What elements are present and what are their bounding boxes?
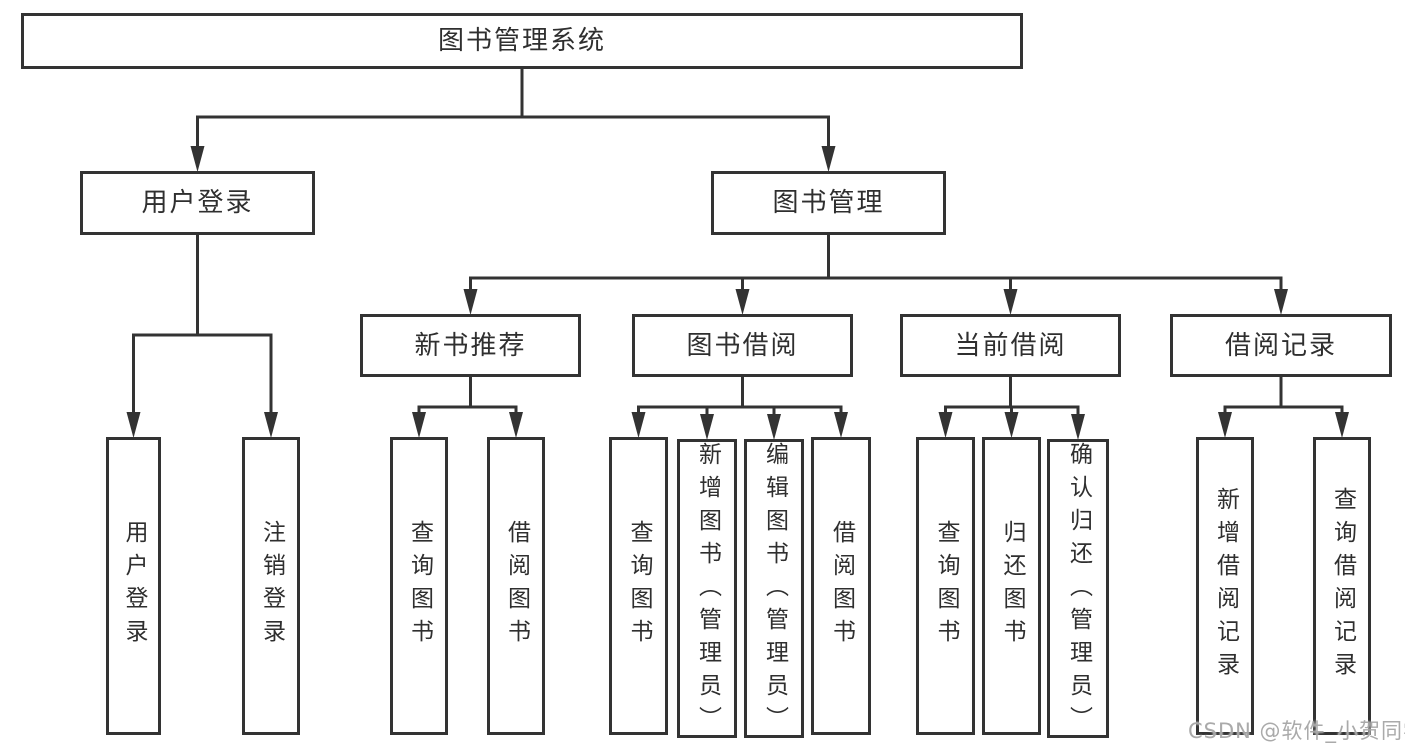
node-label-borrow: 图书借阅 [686, 330, 799, 361]
watermark: CSDN @软件_小贺同学 [1188, 719, 1405, 743]
arrowhead-icon-leaf8 [834, 412, 848, 438]
arrowhead-icon-leaf10 [1004, 412, 1019, 438]
node-newbook: 新书推荐 [360, 314, 581, 377]
node-label-leaf5: 查询图书 [626, 520, 652, 652]
arrowhead-icon-newbook [463, 289, 478, 315]
arrowhead-icon-current [1003, 289, 1018, 315]
node-leaf12: 新增借阅记录 [1196, 437, 1254, 735]
arrowhead-icon-leaf9 [938, 412, 953, 438]
node-leaf2: 注销登录 [242, 437, 300, 735]
node-leaf9: 查询图书 [916, 437, 975, 735]
node-label-leaf4: 借阅图书 [503, 520, 530, 652]
node-label-leaf13: 查询借阅记录 [1329, 487, 1356, 685]
node-label-leaf3: 查询图书 [406, 520, 433, 652]
node-leaf10: 归还图书 [982, 437, 1041, 735]
node-leaf11: 确认归还（管理员） [1047, 439, 1109, 739]
node-bookmgmt: 图书管理 [711, 171, 946, 235]
arrowhead-icon-leaf4 [509, 412, 523, 438]
node-login: 用户登录 [80, 171, 315, 235]
node-leaf1: 用户登录 [106, 437, 161, 735]
arrowhead-icon-leaf6 [700, 414, 714, 440]
arrowhead-icon-leaf12 [1218, 412, 1232, 438]
node-record: 借阅记录 [1170, 314, 1392, 377]
arrowhead-icon-leaf5 [631, 412, 646, 438]
node-borrow: 图书借阅 [632, 314, 853, 377]
node-label-leaf11: 确认归还（管理员） [1065, 442, 1092, 739]
node-label-leaf8: 借阅图书 [828, 520, 855, 652]
node-label-leaf7: 编辑图书（管理员） [761, 442, 788, 739]
node-leaf3: 查询图书 [390, 437, 448, 735]
node-label-leaf10: 归还图书 [999, 520, 1025, 652]
node-label-leaf12: 新增借阅记录 [1212, 487, 1239, 685]
node-label-leaf6: 新增图书（管理员） [694, 442, 721, 739]
node-leaf5: 查询图书 [609, 437, 668, 735]
node-root: 图书管理系统 [21, 13, 1023, 69]
arrowhead-icon-leaf11 [1071, 414, 1085, 440]
node-label-leaf2: 注销登录 [258, 520, 285, 652]
node-leaf6: 新增图书（管理员） [677, 439, 737, 739]
arrowhead-icon-leaf2 [264, 412, 278, 438]
node-label-bookmgmt: 图书管理 [772, 188, 885, 218]
node-label-login: 用户登录 [141, 188, 254, 218]
node-label-leaf1: 用户登录 [121, 520, 147, 652]
arrowhead-icon-record [1274, 289, 1288, 315]
node-leaf4: 借阅图书 [487, 437, 545, 735]
node-label-newbook: 新书推荐 [414, 330, 527, 361]
node-label-record: 借阅记录 [1224, 330, 1337, 361]
node-label-current: 当前借阅 [954, 330, 1067, 361]
node-leaf8: 借阅图书 [811, 437, 871, 735]
arrowhead-icon-borrow [735, 289, 750, 315]
node-leaf7: 编辑图书（管理员） [744, 439, 804, 739]
node-leaf13: 查询借阅记录 [1313, 437, 1371, 735]
node-label-leaf9: 查询图书 [933, 520, 959, 652]
arrowhead-icon-leaf13 [1335, 412, 1349, 438]
node-label-root: 图书管理系统 [437, 26, 606, 56]
arrowhead-icon-leaf1 [126, 412, 141, 438]
arrowhead-icon-login [190, 146, 205, 172]
arrowhead-icon-leaf7 [767, 414, 781, 440]
arrowhead-icon-bookmgmt [821, 146, 836, 172]
arrowhead-icon-leaf3 [412, 412, 426, 438]
node-current: 当前借阅 [900, 314, 1121, 377]
